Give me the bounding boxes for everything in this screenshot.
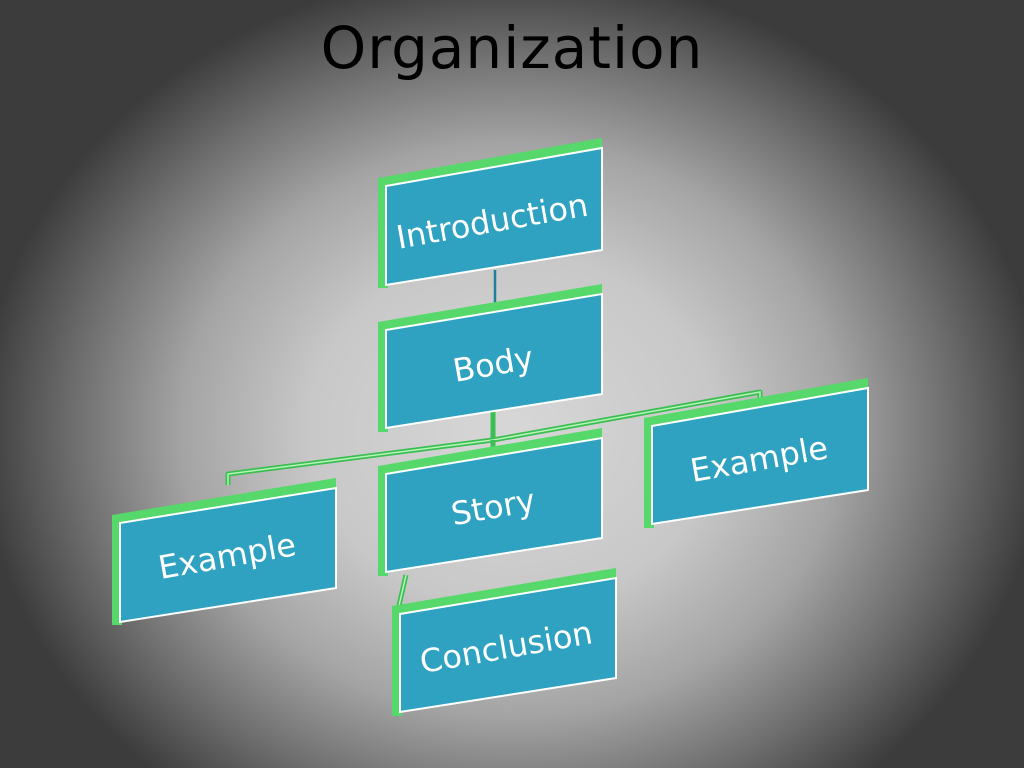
node-example-left: Example xyxy=(112,478,337,625)
node-example-right: Example xyxy=(644,378,869,528)
node-body: Body xyxy=(378,284,603,432)
node-introduction: Introduction xyxy=(378,138,603,288)
node-story: Story xyxy=(378,428,603,576)
slide-title: Organization xyxy=(320,14,704,82)
node-conclusion: Conclusion xyxy=(392,568,617,716)
